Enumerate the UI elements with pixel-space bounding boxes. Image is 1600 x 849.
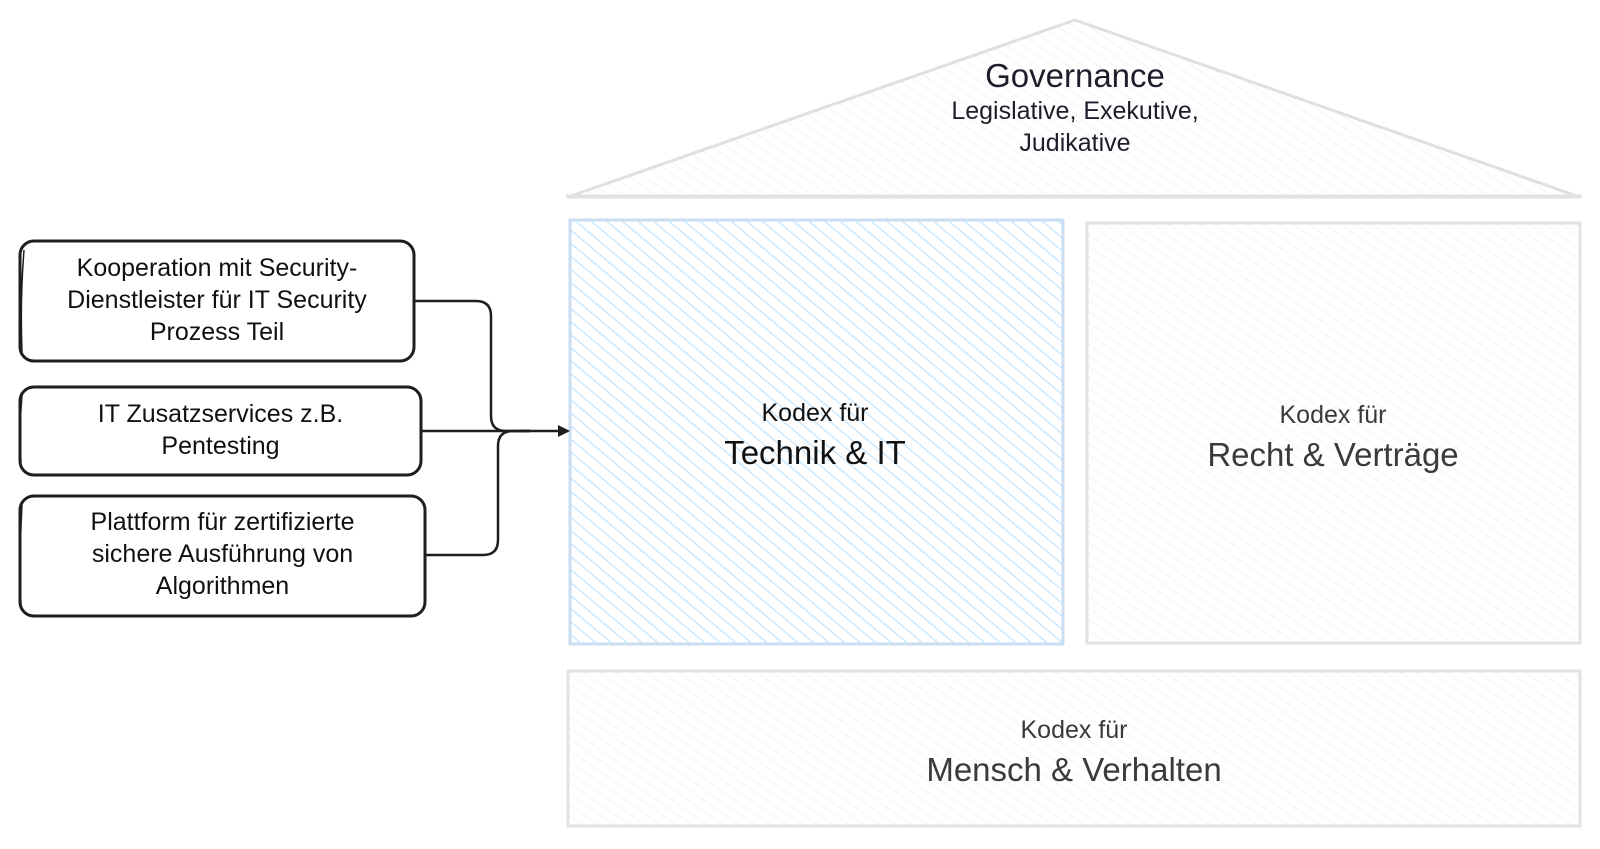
foundation-mensch-verhalten[interactable] [566, 669, 1582, 828]
roof-governance[interactable] [566, 18, 1582, 199]
input-box-zusatzservices-text: IT Zusatzservices z.B. Pentesting [97, 400, 344, 460]
pillar-recht-vertraege[interactable] [1085, 221, 1582, 645]
foundation-small-label: Kodex für [1020, 716, 1128, 744]
input-box-kooperation-text: Kooperation mit Security- Dienstleister … [67, 254, 367, 346]
roof-title: Governance [985, 57, 1165, 94]
pillar-recht-small-label: Kodex für [1279, 401, 1387, 429]
input-box-plattform-text: Plattform für zertifizierte sichere Ausf… [90, 508, 355, 600]
connector-lines [414, 299, 570, 557]
pillar-technik-it-big-label: Technik & IT [724, 434, 906, 471]
foundation-big-label: Mensch & Verhalten [926, 751, 1222, 788]
pillar-technik-it[interactable] [568, 218, 1065, 646]
roof-subtitle-line1: Legislative, Exekutive, [951, 97, 1199, 125]
pillar-recht-big-label: Recht & Verträge [1207, 436, 1459, 473]
input-box-zusatzservices[interactable] [18, 385, 423, 477]
pillar-technik-it-small-label: Kodex für [761, 399, 869, 427]
roof-subtitle-line2: Judikative [1019, 129, 1131, 157]
